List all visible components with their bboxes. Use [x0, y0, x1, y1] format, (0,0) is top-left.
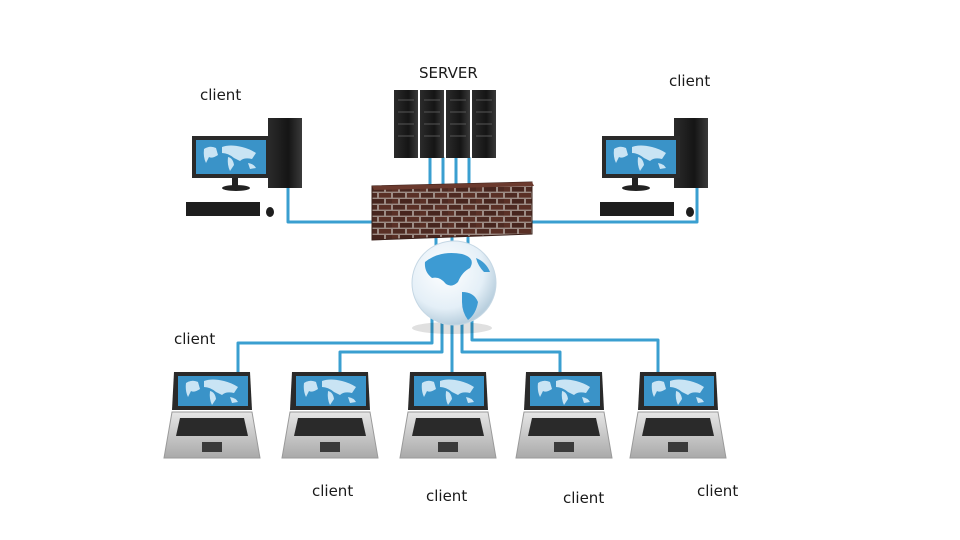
cable-top-right [530, 183, 699, 224]
firewall-brick-icon [371, 181, 534, 241]
cable-bottom-2 [338, 320, 444, 378]
laptop-icon [629, 372, 727, 459]
client-label-mid-left: client [174, 330, 216, 348]
network-cables [236, 156, 699, 378]
server-rack-icon [394, 90, 496, 158]
client-label-top-right: client [669, 72, 711, 90]
client-label-bottom-4: client [697, 482, 739, 500]
cable-bottom-1 [236, 316, 434, 378]
laptop-icon [163, 372, 261, 459]
laptop-icon [281, 372, 379, 459]
cable-bottom-4 [460, 320, 562, 378]
client-label-bottom-2: client [426, 487, 468, 505]
laptop-icon [399, 372, 497, 459]
server-label: SERVER [419, 64, 478, 82]
client-label-top-left: client [200, 86, 242, 104]
desktop-computer-icon [186, 118, 302, 217]
client-label-bottom-1: client [312, 482, 354, 500]
cable-bottom-5 [470, 316, 660, 378]
client-label-bottom-3: client [563, 489, 605, 507]
cable-top-left [286, 183, 374, 224]
globe-icon [411, 240, 497, 334]
laptop-icon [515, 372, 613, 459]
desktop-computer-icon [600, 118, 708, 217]
